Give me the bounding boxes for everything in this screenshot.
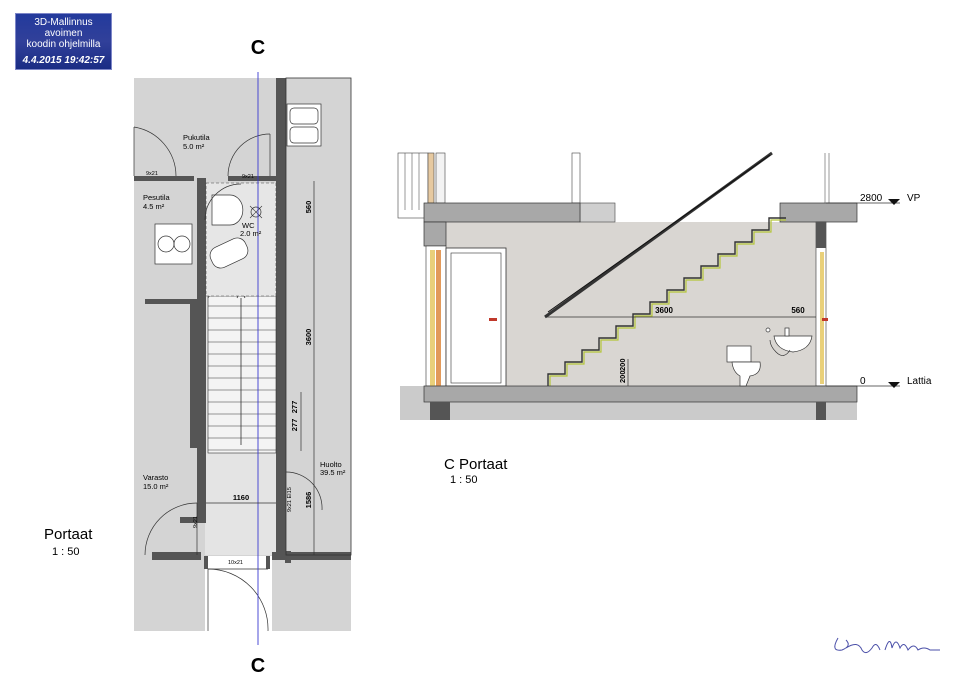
room-name-wc: WC (242, 221, 255, 230)
toilet-icon (209, 237, 249, 269)
room-area-wc: 2.0 m² (240, 229, 262, 238)
room-name-huolto: Huolto (320, 460, 342, 469)
dimension-lines (206, 181, 315, 555)
dryer-cabinet-icon (286, 103, 322, 147)
level-vp-value: 2800 (860, 193, 883, 204)
room-area-huolto: 39.5 m² (320, 468, 346, 477)
upper-slab-left (423, 202, 581, 223)
washbasin-icon (211, 194, 244, 226)
ground-floor-slab (423, 385, 858, 403)
plan-walls (134, 78, 351, 569)
stamp-datetime: 4.4.2015 19:42:57 (22, 55, 105, 66)
washing-machine-icon (154, 223, 193, 265)
dim-277-a: 277 (290, 401, 299, 414)
level-vp-label: VP (907, 193, 921, 204)
dim-1160: 1160 (233, 493, 249, 502)
dim-560: 560 (304, 201, 313, 214)
floor-drain-icon (250, 206, 262, 218)
stair-steps (207, 295, 277, 454)
plan-scale: 1 : 50 (52, 546, 80, 558)
dim-277-b: 277 (290, 419, 299, 432)
upper-slab-right (779, 202, 858, 223)
floor-plan: Pukutila 5.0 m² Pesutila 4.5 m² WC 2.0 m… (44, 72, 352, 645)
door-label-entry: 10x21 (228, 560, 243, 566)
section-dim-200-a: 200 (618, 370, 627, 383)
section-marker-top: C (251, 37, 265, 59)
level-vp-marker-icon (888, 199, 900, 205)
section-sink-icon (765, 327, 813, 356)
room-name-pesutila: Pesutila (143, 193, 171, 202)
room-area-varasto: 15.0 m² (143, 482, 169, 491)
section-dim-3600: 3600 (655, 306, 673, 315)
room-name-varasto: Varasto (143, 473, 168, 482)
door-label-wc: 9x21 (242, 174, 254, 180)
stair-stringer-steps (547, 217, 786, 386)
section-marker-bottom: C (251, 655, 265, 677)
door-label-varasto: 9x21 (193, 516, 199, 528)
section-dimension-lines (545, 316, 816, 386)
section-dim-560: 560 (791, 306, 805, 315)
handwritten-signature (834, 637, 940, 654)
section-dim-200-b: 200 (618, 358, 627, 371)
section-view: 2800 VP 0 Lattia 3600 560 200 200 C Port… (397, 151, 932, 486)
software-stamp: 3D-Mallinnus avoimen koodin ohjelmilla 4… (15, 13, 112, 70)
level-floor-label: Lattia (907, 376, 932, 387)
room-area-pukutila: 5.0 m² (183, 142, 205, 151)
section-scale: 1 : 50 (450, 474, 478, 486)
door-label-huolto: 9x21 EI15 (287, 487, 293, 512)
room-name-pukutila: Pukutila (183, 133, 211, 142)
room-area-pesutila: 4.5 m² (143, 202, 165, 211)
entry-opening (205, 556, 272, 631)
huolto-wall-line (285, 77, 352, 556)
stamp-line-2: koodin ohjelmilla (26, 39, 101, 50)
dim-1586: 1586 (304, 492, 313, 509)
section-background (446, 222, 816, 386)
level-floor-value: 0 (860, 376, 866, 387)
stamp-line-1: 3D-Mallinnus avoimen (34, 17, 93, 39)
section-toilet-icon (726, 345, 761, 387)
section-title: C Portaat (444, 456, 508, 473)
plan-title: Portaat (44, 526, 93, 543)
dim-3600: 3600 (304, 329, 313, 346)
upper-left-wall (397, 152, 429, 219)
door-label-pukutila: 9x21 (146, 171, 158, 177)
level-floor-marker-icon (888, 382, 900, 388)
door-handle-icon (489, 318, 497, 321)
